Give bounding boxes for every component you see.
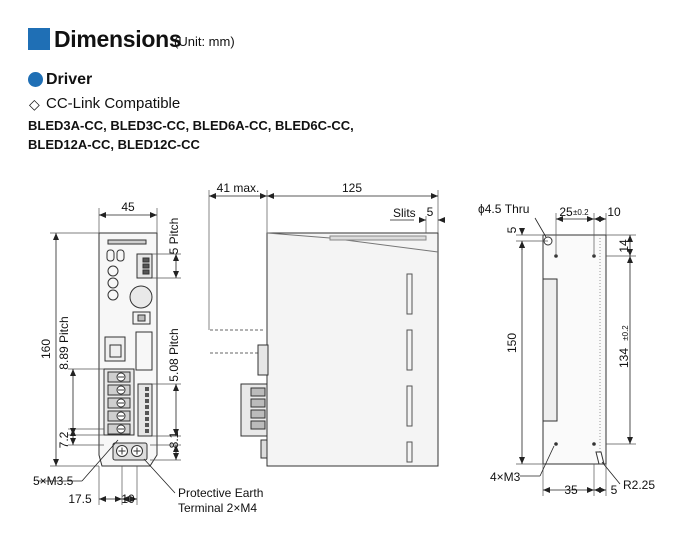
dim-7-2-label: 7.2	[57, 431, 71, 448]
earth-label-line1: Protective Earth	[178, 486, 263, 500]
front-screw-label: 5×M3.5	[33, 474, 74, 488]
mount-height-label: 150	[505, 333, 519, 353]
mount-edge-top-label: 5	[505, 226, 519, 233]
diamond-outline-icon: ◇	[29, 96, 40, 112]
pitch-left-label: 8.89 Pitch	[57, 316, 71, 369]
compat-label: CC-Link Compatible	[46, 95, 181, 112]
mount-screw-label: 4×M3	[490, 470, 521, 484]
mount-hole-label: ϕ4.5 Thru	[478, 202, 529, 216]
mount-radius-label: R2.25	[623, 478, 655, 492]
header: Dimensions (Unit: mm) Driver ◇ CC-Link C…	[28, 24, 668, 164]
mount-spacing-label: 25	[559, 205, 573, 219]
dim-8-1-label: 8.1	[167, 431, 181, 448]
switch-b	[116, 249, 125, 262]
mount-view	[516, 213, 636, 496]
mount-spacing-tol: ±0.2	[573, 208, 589, 217]
mount-edge-right-label: 10	[607, 205, 621, 219]
connector-hidden-outline	[210, 329, 265, 354]
overhang-label: 41 max.	[217, 181, 260, 195]
mount-width-label: 35	[564, 483, 578, 497]
switch-a	[106, 249, 115, 262]
model-list-line-1: BLED3A-CC, BLED3C-CC, BLED6A-CC, BLED6C-…	[28, 118, 354, 133]
front-width-label: 45	[121, 200, 135, 214]
page-title: Dimensions	[54, 26, 182, 52]
slit-width-label: 5	[427, 205, 434, 219]
section-title: Driver	[46, 71, 93, 88]
front-height-label: 160	[39, 339, 53, 359]
signal-terminal-block	[137, 383, 153, 437]
status-strip	[107, 239, 147, 245]
pitch-mid-label: 5.08 Pitch	[167, 328, 181, 381]
pitch-top-label: 5 Pitch	[167, 218, 181, 255]
dim-17-5-label: 17.5	[68, 492, 92, 506]
mount-edge-bottom-label: 5	[611, 483, 618, 497]
rotary-switch-3	[107, 289, 119, 301]
speed-knob	[129, 285, 153, 309]
earth-label-line2: Terminal 2×M4	[178, 501, 257, 515]
square-bullet-icon	[28, 28, 50, 50]
side-slits	[406, 273, 413, 463]
slits-label: Slits	[393, 206, 416, 220]
rotary-switch-1	[107, 265, 119, 277]
dim-10-label: 10	[121, 492, 135, 506]
earth-leader	[143, 458, 176, 494]
rotary-switch-2	[107, 277, 119, 289]
mount-inner-height-label: 134	[617, 348, 631, 368]
front-view	[38, 208, 181, 505]
display-window	[135, 331, 153, 371]
mount-edge-top-right-label: 14	[617, 239, 631, 253]
mount-inner-height-tol: ±0.2	[621, 325, 630, 341]
model-list-line-2: BLED12A-CC, BLED12C-CC	[28, 137, 200, 152]
circle-bullet-icon	[28, 72, 43, 87]
depth-label: 125	[342, 181, 362, 195]
side-view	[208, 190, 445, 467]
unit-label: (Unit: mm)	[174, 34, 235, 49]
screw-leader	[81, 439, 119, 482]
